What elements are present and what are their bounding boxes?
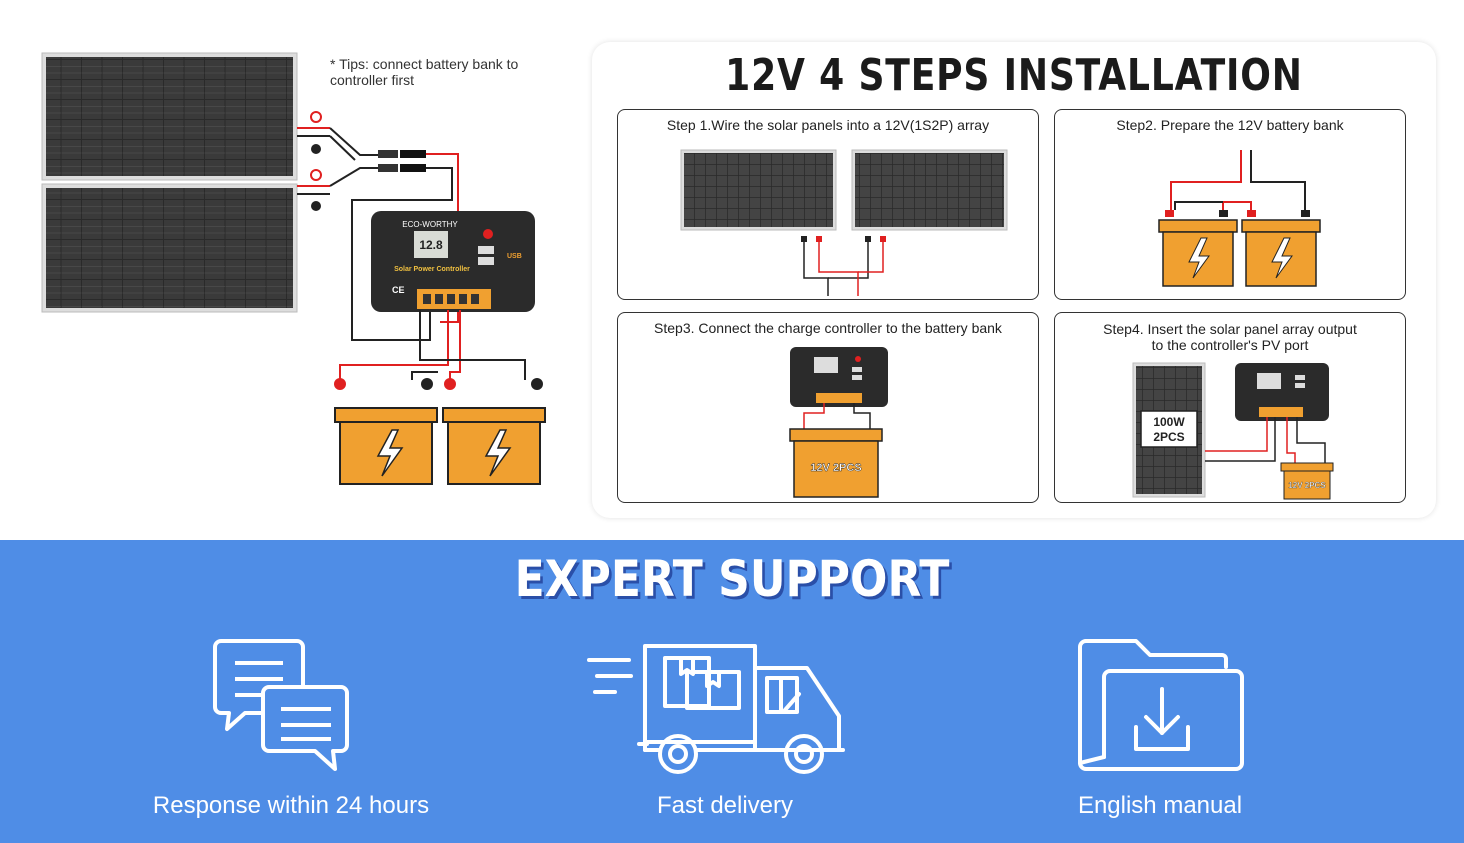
step-3-box: Step3. Connect the charge controller to … — [617, 312, 1039, 503]
step-4-battery-label: 12V 2PCS — [1288, 481, 1326, 490]
charge-controller: ECO-WORTHY 12.8 USB Solar Power Controll… — [371, 211, 535, 312]
feature-label-response: Response within 24 hours — [152, 792, 430, 819]
svg-text:CE: CE — [392, 285, 405, 295]
download-folder-icon — [1078, 639, 1244, 771]
panel-connectors — [297, 111, 459, 341]
wiring-diagram: ECO-WORTHY 12.8 USB Solar Power Controll… — [41, 52, 546, 485]
chat-bubbles-icon — [213, 639, 349, 771]
panel-badge-line2: 2PCS — [1153, 430, 1184, 444]
step-4-label-line1: Step4. Insert the solar panel array outp… — [1103, 321, 1357, 337]
support-title: EXPERT SUPPORT — [514, 550, 950, 608]
step-4-box: Step4. Insert the solar panel array outp… — [1054, 312, 1406, 503]
installation-title: 12V 4 STEPS INSTALLATION — [725, 50, 1303, 101]
feature-label-manual: English manual — [1077, 792, 1243, 819]
tip-text: * Tips: connect battery bank to controll… — [330, 56, 519, 88]
step-2-box: Step2. Prepare the 12V battery bank — [1054, 109, 1406, 300]
battery-wires — [334, 310, 543, 390]
battery-2 — [442, 407, 546, 485]
feature-label-delivery: Fast delivery — [656, 792, 794, 819]
step-3-diagram: 12V 2PCS — [789, 347, 888, 498]
controller-brand: ECO-WORTHY — [402, 220, 458, 229]
step-3-label: Step3. Connect the charge controller to … — [654, 320, 1002, 336]
battery-1 — [334, 407, 438, 485]
delivery-truck-icon — [587, 644, 845, 774]
step-4-label-line2: to the controller's PV port — [1151, 337, 1309, 353]
installation-card: 12V 4 STEPS INSTALLATION Step 1.Wire the… — [592, 42, 1436, 518]
expert-support-section: EXPERT SUPPORT Response within 24 hours — [0, 540, 1464, 843]
step-4-diagram: 100W 2PCS 12V 2PCS — [1132, 362, 1334, 500]
step-1-diagram — [680, 149, 1008, 296]
step-1-box: Step 1.Wire the solar panels into a 12V(… — [617, 109, 1039, 300]
step-2-label: Step2. Prepare the 12V battery bank — [1116, 117, 1344, 133]
controller-display: 12.8 — [419, 238, 443, 252]
step-1-label: Step 1.Wire the solar panels into a 12V(… — [666, 117, 990, 133]
controller-usb: USB — [507, 253, 522, 260]
installation-section: ECO-WORTHY 12.8 USB Solar Power Controll… — [41, 42, 1436, 518]
panel-badge-line1: 100W — [1153, 415, 1185, 429]
solar-panel-2 — [41, 183, 298, 313]
solar-panel-1 — [41, 52, 298, 181]
controller-label: Solar Power Controller — [394, 266, 470, 273]
step-2-diagram — [1158, 150, 1321, 287]
step-3-battery-label: 12V 2PCS — [810, 462, 861, 474]
